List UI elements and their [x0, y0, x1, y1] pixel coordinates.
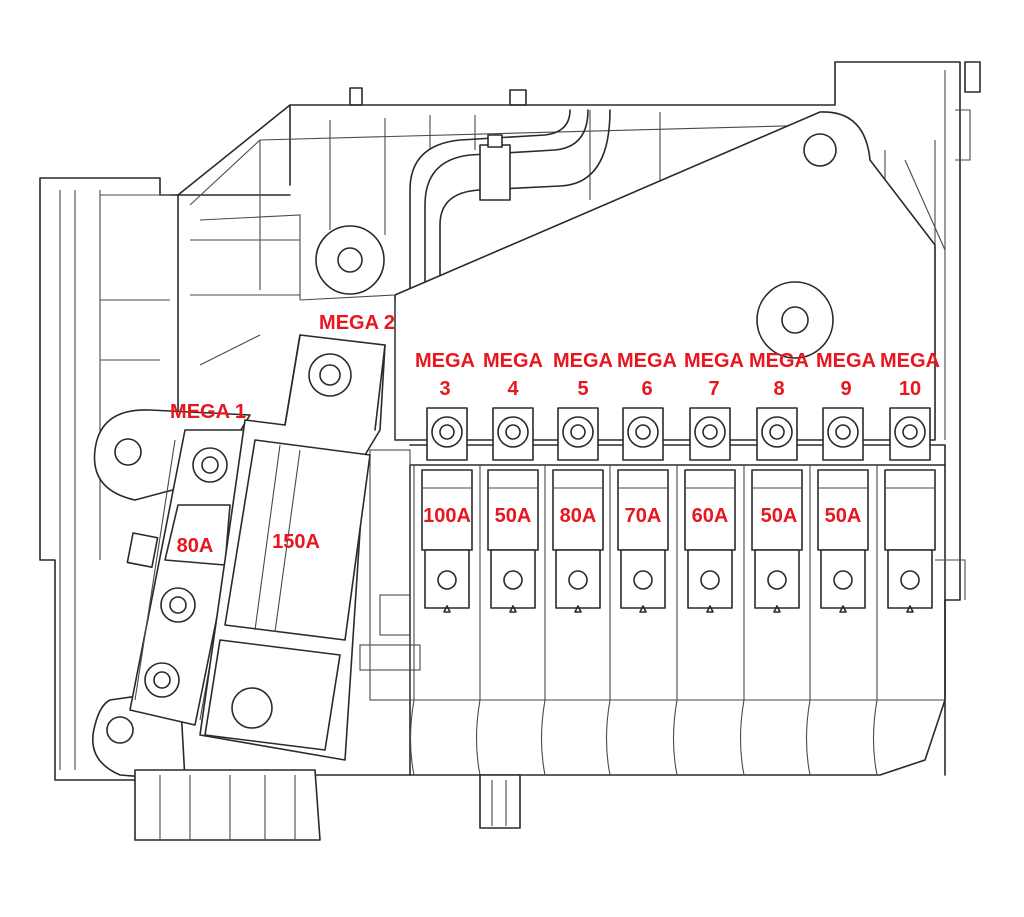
fuse-body-mega-9 — [817, 469, 869, 551]
slot-divider-5 — [540, 465, 546, 776]
lower-bolt-mega-6 — [633, 570, 653, 590]
lower-bolt-mega-7 — [700, 570, 720, 590]
slot-divider-6 — [605, 465, 611, 776]
mega-9-number: 9 — [840, 378, 851, 400]
lower-terminal-mega-9 — [820, 549, 866, 609]
mega-5-rating: 80A — [560, 505, 597, 527]
mega-8-rating: 50A — [761, 505, 798, 527]
fuse-box-housing — [39, 61, 981, 781]
bracket-plate — [299, 111, 936, 441]
lower-terminal-mega-10 — [887, 549, 933, 609]
mega-3-rating: 100A — [423, 505, 471, 527]
terminal-nut-mega-10 — [894, 416, 926, 448]
mega-7-number: 7 — [708, 378, 719, 400]
fuse-body-mega-8 — [751, 469, 803, 551]
terminal-nut-mega-7 — [694, 416, 726, 448]
mega-1-rating: 80A — [177, 535, 214, 557]
fuse-body-mega-10 — [884, 469, 936, 551]
mega-3-number: 3 — [439, 378, 450, 400]
mega-2-name: MEGA 2 — [319, 312, 395, 334]
locator-mark-mega-4 — [509, 605, 517, 613]
mega-2-fuse — [199, 334, 386, 761]
lower-bolt-mega-10 — [900, 570, 920, 590]
mega-9-rating: 50A — [825, 505, 862, 527]
lower-bolt-mega-5 — [568, 570, 588, 590]
lower-bolt-mega-9 — [833, 570, 853, 590]
lower-bolt-mega-8 — [767, 570, 787, 590]
mega-7-name: MEGA — [684, 350, 744, 372]
lower-bolt-mega-4 — [503, 570, 523, 590]
terminal-nut-mega-6 — [627, 416, 659, 448]
mega-10-name: MEGA — [880, 350, 940, 372]
mega-9-name: MEGA — [816, 350, 876, 372]
mega-7-rating: 60A — [692, 505, 729, 527]
locator-mark-mega-7 — [706, 605, 714, 613]
fuse-body-mega-4 — [487, 469, 539, 551]
slot-divider-8 — [739, 465, 745, 776]
lower-terminal-mega-3 — [424, 549, 470, 609]
mega-10-number: 10 — [899, 378, 921, 400]
fuse-body-mega-7 — [684, 469, 736, 551]
mega-6-name: MEGA — [617, 350, 677, 372]
lower-terminal-mega-4 — [490, 549, 536, 609]
slot-divider-7 — [672, 465, 678, 776]
terminal-stud-mega-6 — [635, 424, 651, 440]
mega-6-rating: 70A — [625, 505, 662, 527]
terminal-stud-mega-5 — [570, 424, 586, 440]
locator-mark-mega-8 — [773, 605, 781, 613]
lower-terminal-mega-5 — [555, 549, 601, 609]
lower-bolt-mega-3 — [437, 570, 457, 590]
lower-terminal-mega-8 — [754, 549, 800, 609]
locator-mark-mega-5 — [574, 605, 582, 613]
terminal-stud-mega-3 — [439, 424, 455, 440]
terminal-stud-mega-9 — [835, 424, 851, 440]
mega-8-number: 8 — [773, 378, 784, 400]
lower-terminal-mega-7 — [687, 549, 733, 609]
fuse-columns — [409, 407, 936, 776]
terminal-nut-mega-4 — [497, 416, 529, 448]
mega-4-number: 4 — [507, 378, 519, 400]
terminal-stud-mega-7 — [702, 424, 718, 440]
slot-divider-3 — [409, 465, 415, 776]
locator-mark-mega-10 — [906, 605, 914, 613]
mega-2-rating: 150A — [272, 531, 320, 553]
slot-divider-4 — [475, 465, 481, 776]
mega-1-fuse — [126, 429, 256, 726]
locator-mark-mega-6 — [639, 605, 647, 613]
mega-5-name: MEGA — [553, 350, 613, 372]
terminal-stud-mega-4 — [505, 424, 521, 440]
mega-3-name: MEGA — [415, 350, 475, 372]
fuse-body-mega-3 — [421, 469, 473, 551]
terminal-nut-mega-5 — [562, 416, 594, 448]
mega-6-number: 6 — [641, 378, 652, 400]
terminal-nut-mega-9 — [827, 416, 859, 448]
lower-terminal-mega-6 — [620, 549, 666, 609]
mega-4-rating: 50A — [495, 505, 532, 527]
locator-mark-mega-3 — [443, 605, 451, 613]
locator-mark-mega-9 — [839, 605, 847, 613]
terminal-nut-mega-8 — [761, 416, 793, 448]
terminal-stud-mega-8 — [769, 424, 785, 440]
slot-divider-10 — [872, 465, 878, 776]
mega-4-name: MEGA — [483, 350, 543, 372]
mega-1-name: MEGA 1 — [170, 401, 246, 423]
mega-5-number: 5 — [577, 378, 588, 400]
fuse-body-mega-6 — [617, 469, 669, 551]
mega-8-name: MEGA — [749, 350, 809, 372]
bottom-connectors — [134, 769, 521, 841]
terminal-stud-mega-10 — [902, 424, 918, 440]
fuse-labels: MEGA 1 80A MEGA 2 150A MEGA 3 100A MEGA … — [170, 312, 940, 557]
terminal-nut-mega-3 — [431, 416, 463, 448]
slot-divider-9 — [805, 465, 811, 776]
